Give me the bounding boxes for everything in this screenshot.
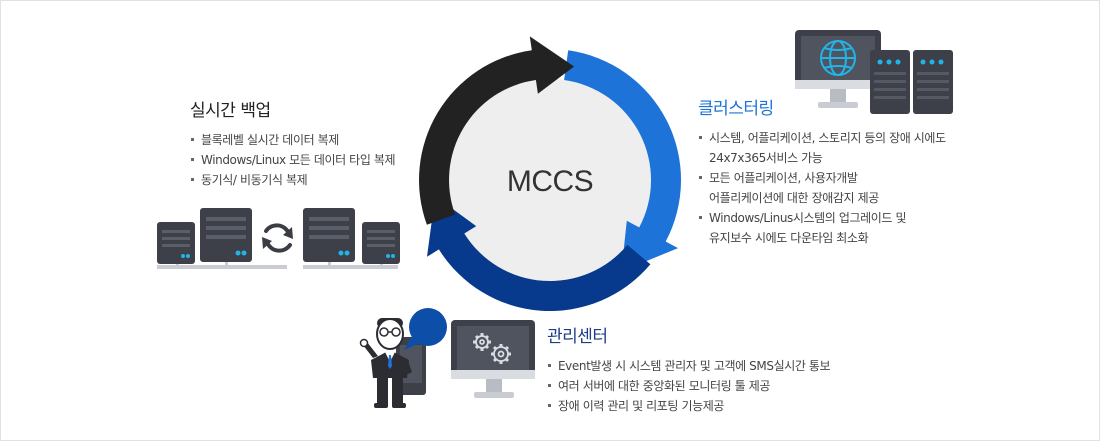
sync-icon (262, 223, 293, 253)
cluster-feature-list: 시스템, 어플리케이션, 스토리지 등의 장애 시에도 24x7x365서비스 가… (698, 128, 946, 248)
backup-feature-item: 블록레벨 실시간 데이터 복제 (190, 130, 395, 150)
management-feature-item: Event발생 시 시스템 관리자 및 고객에 SMS실시간 통보 (547, 356, 831, 376)
feature-text: 모든 어플리케이션, 사용자개발 (709, 171, 858, 185)
gear-icon (473, 333, 491, 351)
backup-title: 실시간 백업 (190, 101, 271, 121)
cluster-feature-item: 시스템, 어플리케이션, 스토리지 등의 장애 시에도 24x7x365서비스 가… (698, 128, 946, 168)
cluster-title: 클러스터링 (698, 99, 774, 119)
cycle-arrow-blue (564, 50, 682, 272)
feature-text: 어플리케이션에 대한 장애감지 제공 (709, 191, 879, 205)
cycle-arrow-black (419, 36, 575, 225)
server-icon (303, 208, 355, 262)
backup-servers-right (303, 208, 400, 269)
gear-icon (491, 344, 511, 364)
feature-text: 동기식/ 비동기식 복제 (201, 173, 308, 187)
management-feature-item: 여러 서버에 대한 중앙화된 모니터링 툴 제공 (547, 376, 830, 396)
speech-bubble-icon (404, 308, 447, 350)
backup-section: 실시간 백업 블록레벨 실시간 데이터 복제 Windows/Linux 모든 데… (190, 96, 396, 190)
backup-feature-item: 동기식/ 비동기식 복제 (190, 170, 395, 190)
feature-text: 시스템, 어플리케이션, 스토리지 등의 장애 시에도 (709, 131, 946, 145)
feature-text: 여러 서버에 대한 중앙화된 모니터링 툴 제공 (558, 379, 771, 393)
server-icon (200, 208, 252, 262)
server-icon (870, 50, 910, 114)
globe-icon (820, 40, 856, 76)
feature-text: 블록레벨 실시간 데이터 복제 (201, 133, 339, 147)
backup-feature-list: 블록레벨 실시간 데이터 복제 Windows/Linux 모든 데이터 타입 복… (190, 130, 396, 190)
feature-text: Event발생 시 시스템 관리자 및 고객에 SMS실시간 통보 (558, 359, 831, 373)
person-icon (359, 318, 412, 408)
management-feature-item: 장애 이력 관리 및 리포팅 기능제공 (547, 396, 830, 416)
feature-text: Windows/Linus시스템의 업그레이드 및 (709, 211, 907, 225)
management-monitor (451, 320, 535, 398)
server-icon (913, 50, 953, 114)
feature-text: 유지보수 시에도 다운타임 최소화 (709, 231, 869, 245)
management-title: 관리센터 (547, 327, 608, 347)
backup-feature-item: Windows/Linux 모든 데이터 타입 복제 (190, 150, 396, 170)
center-label: MCCS (507, 165, 593, 198)
center-circle (449, 79, 651, 281)
backup-servers-left (157, 208, 287, 269)
feature-text: 장애 이력 관리 및 리포팅 기능제공 (558, 399, 725, 413)
server-icon (157, 222, 195, 264)
feature-text: Windows/Linux 모든 데이터 타입 복제 (201, 153, 396, 167)
cluster-section: 클러스터링 시스템, 어플리케이션, 스토리지 등의 장애 시에도 24x7x36… (698, 94, 946, 248)
feature-text: 24x7x365서비스 가능 (709, 151, 823, 165)
cycle-arrow-navy (427, 196, 651, 312)
server-icon (362, 222, 400, 264)
